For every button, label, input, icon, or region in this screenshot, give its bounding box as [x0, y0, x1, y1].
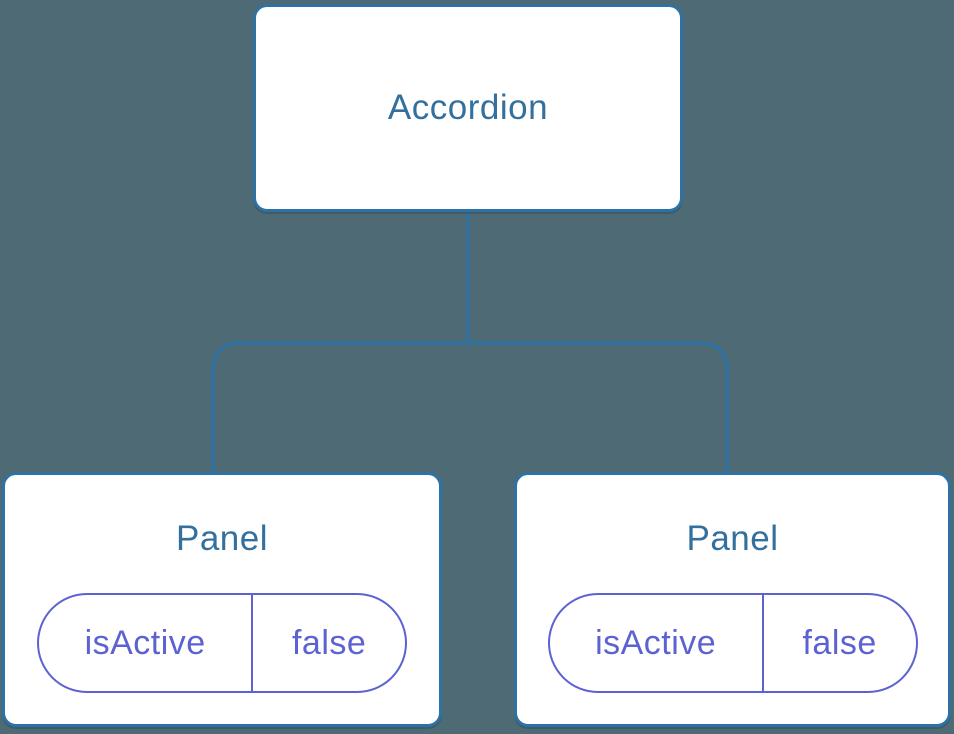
component-node-accordion: Accordion — [253, 4, 683, 212]
state-key: isActive — [84, 623, 206, 662]
component-label: Panel — [686, 519, 779, 558]
state-value: false — [251, 595, 405, 691]
state-pill: isActive false — [547, 593, 918, 693]
component-node-panel-right: Panel isActive false — [514, 472, 951, 727]
branch-bracket-line — [211, 341, 729, 473]
component-label: Accordion — [387, 88, 549, 127]
state-value: false — [761, 595, 916, 691]
state-key: isActive — [595, 623, 717, 662]
component-node-panel-left: Panel isActive false — [2, 472, 442, 727]
component-label: Panel — [175, 519, 269, 558]
state-pill: isActive false — [37, 593, 407, 693]
